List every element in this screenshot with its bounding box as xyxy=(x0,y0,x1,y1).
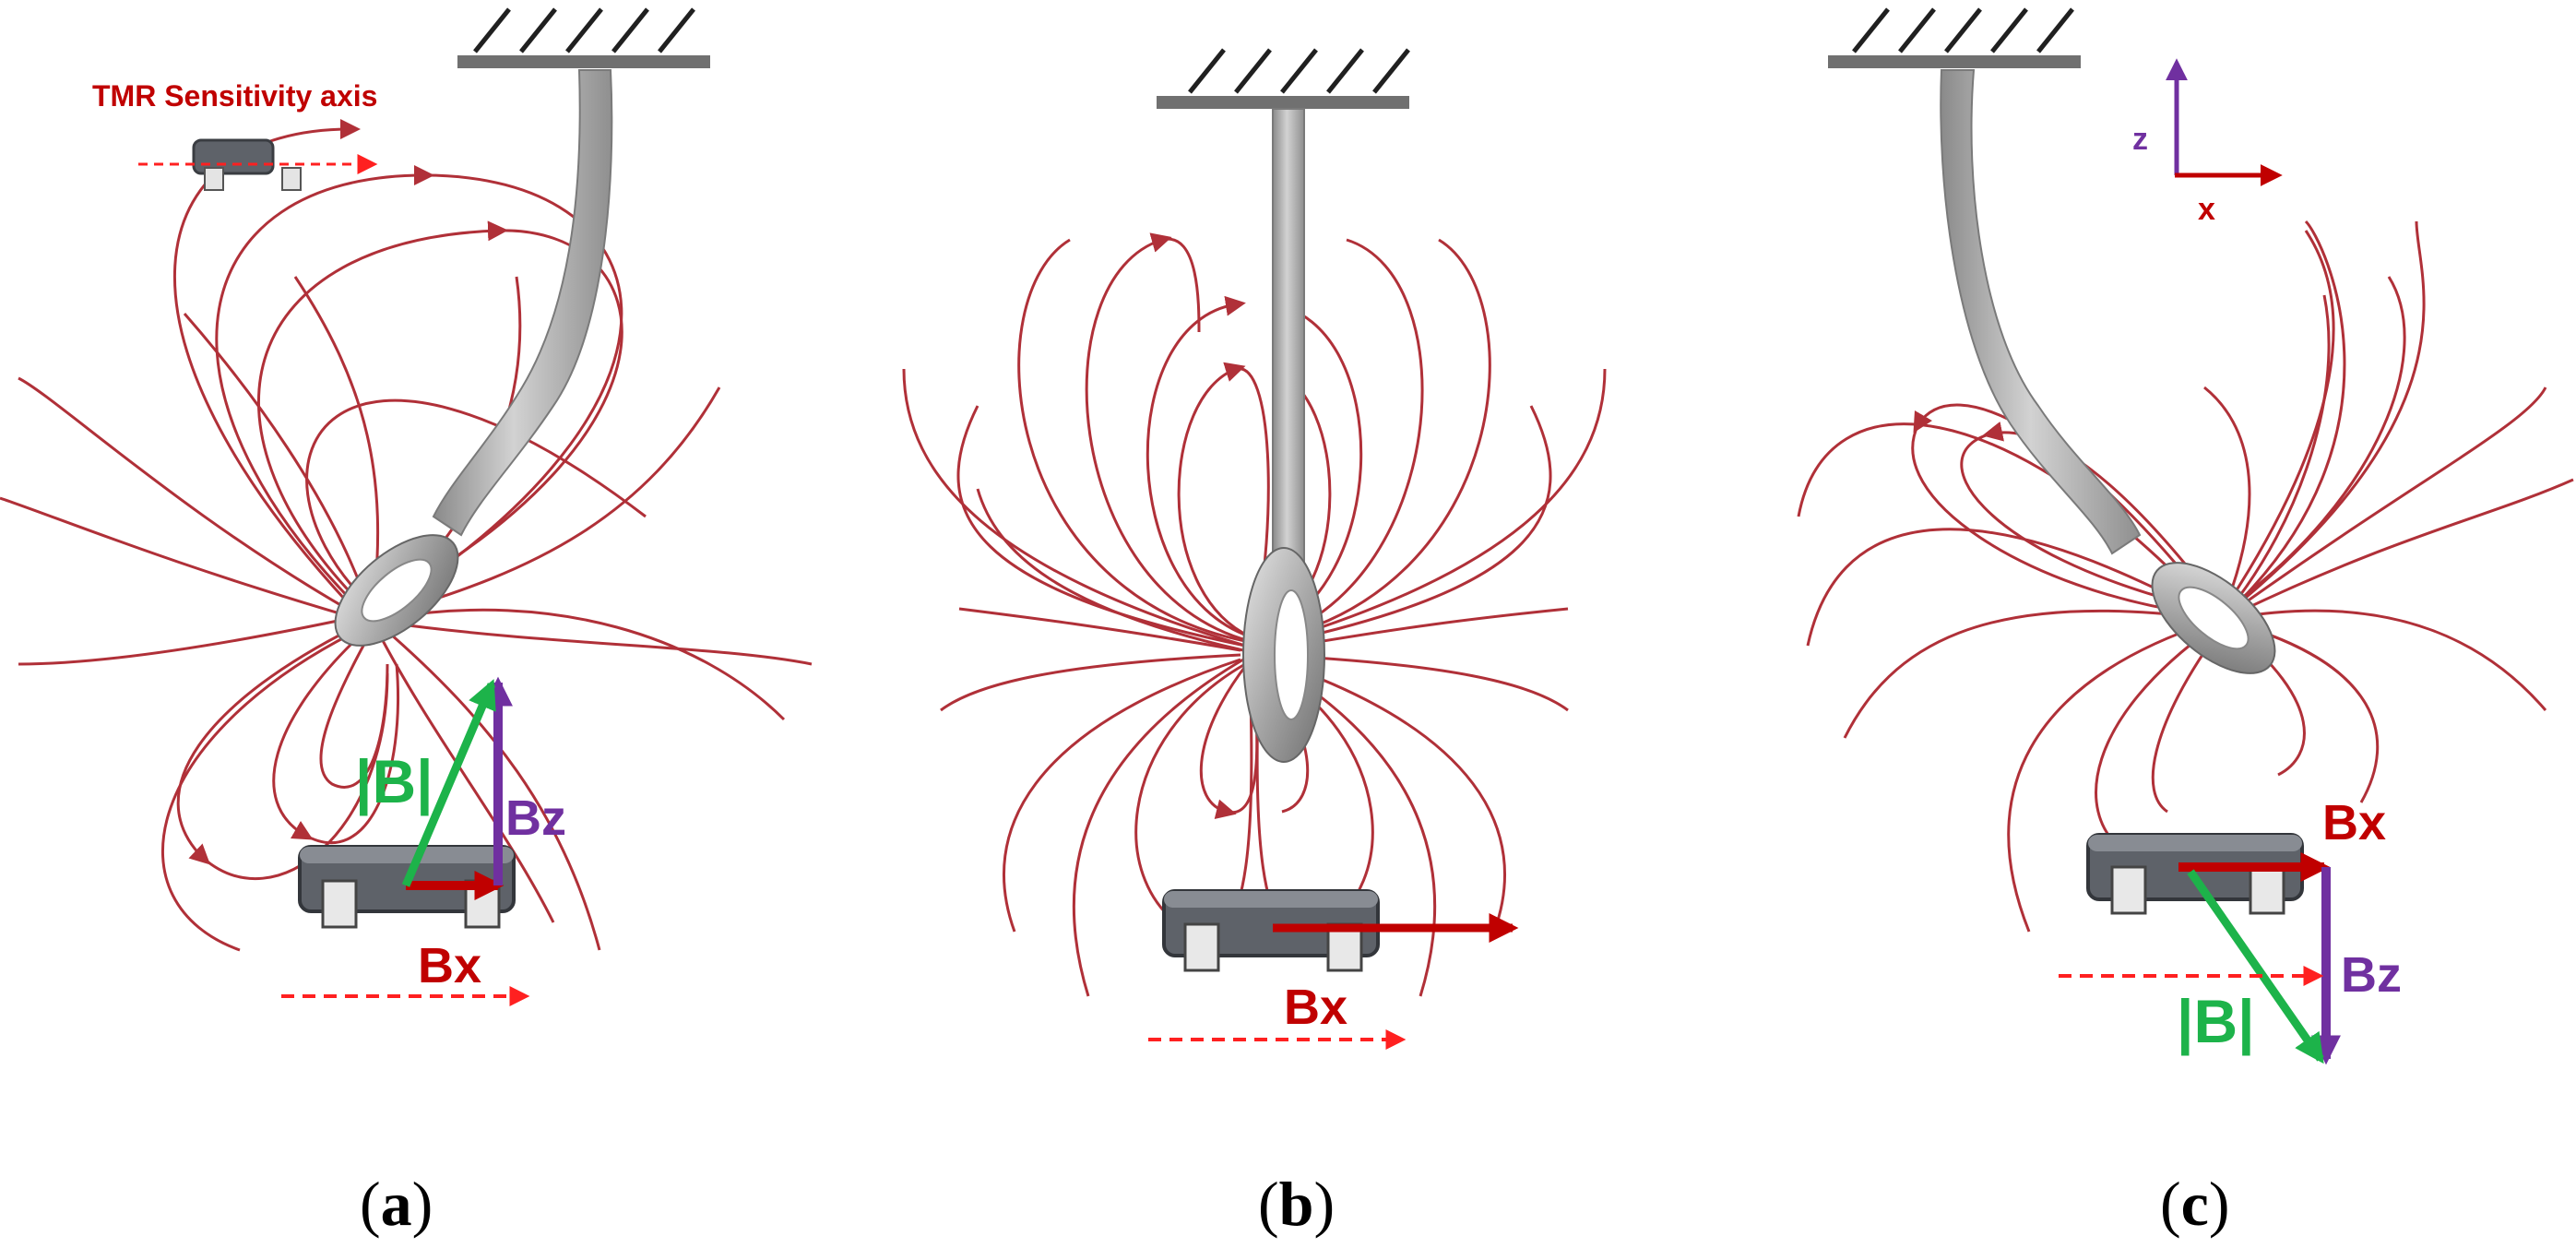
tmr-sensor-b xyxy=(1162,889,1380,972)
field-lines-a xyxy=(0,119,813,952)
bmag-label-a: |B| xyxy=(355,747,433,817)
panel-c: z x Bx Bz |B| (c) xyxy=(1797,7,2574,1239)
support-hatch-b xyxy=(1188,48,1410,94)
cantilever-b xyxy=(1272,108,1305,569)
bz-label-a: Bz xyxy=(505,790,566,846)
panel-b: Bx (b) xyxy=(902,48,1607,1239)
bz-label-c: Bz xyxy=(2341,947,2402,1003)
bx-label-b: Bx xyxy=(1284,980,1347,1035)
support-plate-a xyxy=(457,55,710,68)
support-plate-b xyxy=(1157,96,1409,109)
x-axis-label: x xyxy=(2198,192,2215,227)
cantilever-c xyxy=(1940,69,2142,555)
bx-label-a: Bx xyxy=(418,938,481,993)
cantilever-a xyxy=(432,69,613,537)
caption-b: (b) xyxy=(1258,1169,1335,1239)
z-axis-label: z xyxy=(2132,122,2148,157)
support-hatch-c xyxy=(1852,7,2074,53)
ring-magnet-c xyxy=(2151,562,2276,674)
caption-letter-c: c xyxy=(2181,1169,2209,1239)
bmag-label-c: |B| xyxy=(2177,987,2255,1057)
bmag-vector-a xyxy=(401,679,496,887)
caption-a: (a) xyxy=(360,1169,433,1239)
bmag-vector-c xyxy=(2187,869,2324,1064)
field-lines-c xyxy=(1797,220,2574,933)
ring-magnet-a xyxy=(334,534,459,647)
panel-a: TMR Sensitivity axis |B| Bz Bx (a) xyxy=(0,7,813,1239)
support-hatch-a xyxy=(473,7,695,53)
bx-label-c: Bx xyxy=(2322,795,2386,850)
tmr-sensitivity-axis-label: TMR Sensitivity axis xyxy=(92,79,377,113)
support-plate-c xyxy=(1828,55,2081,68)
caption-letter-b: b xyxy=(1279,1169,1314,1239)
caption-c: (c) xyxy=(2160,1169,2230,1239)
ring-magnet-b xyxy=(1242,547,1325,763)
caption-letter-a: a xyxy=(381,1169,412,1239)
